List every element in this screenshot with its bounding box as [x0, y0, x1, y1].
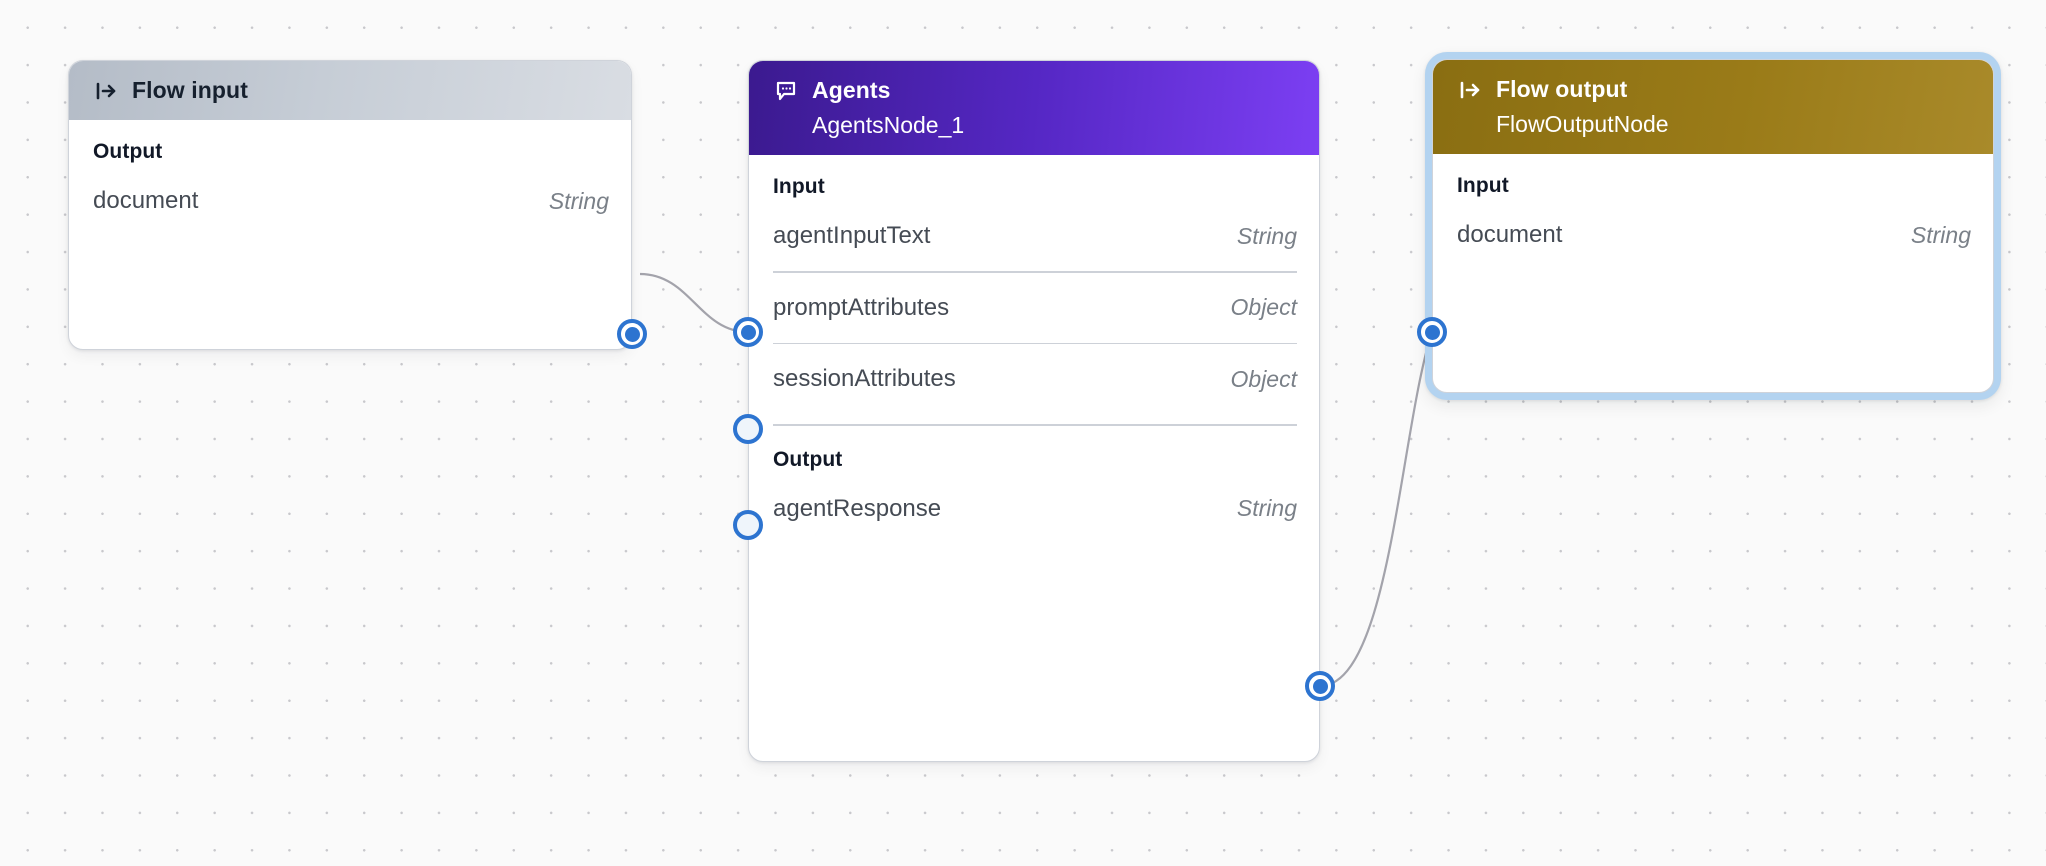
node-header-flow-input[interactable]: Flow input — [69, 61, 631, 120]
port-type: String — [1236, 495, 1297, 521]
node-body: Input agentInputText String promptAttrib… — [749, 155, 1319, 552]
node-flow-output[interactable]: Flow output FlowOutputNode Input documen… — [1417, 52, 2001, 400]
port-name: promptAttributes — [773, 293, 950, 321]
node-shell: Agents AgentsNode_1 Input agentInputText… — [748, 60, 1320, 762]
port-row-agentInputText[interactable]: agentInputText String — [773, 215, 1297, 257]
node-shell: Flow output FlowOutputNode Input documen… — [1432, 59, 1994, 393]
node-subtitle: FlowOutputNode — [1496, 111, 1669, 137]
edge-flowinput-to-agents — [639, 272, 749, 334]
port-input-sessionAttributes[interactable] — [733, 510, 763, 540]
port-type: Object — [1230, 294, 1297, 320]
port-type: String — [1236, 222, 1297, 249]
header-row: Flow output — [1457, 76, 1971, 103]
node-shell: Flow input Output document String — [68, 60, 632, 350]
header-row: Flow input — [93, 77, 609, 104]
section-label-output: Output — [773, 447, 843, 471]
flow-input-arrow-icon — [93, 78, 119, 104]
header-row: Agents — [773, 77, 1297, 104]
port-name: agentResponse — [773, 494, 942, 522]
section-label-input: Input — [1457, 174, 1509, 197]
node-body: Input document String — [1433, 154, 1993, 278]
port-type: String — [548, 187, 609, 214]
flow-output-arrow-icon — [1457, 77, 1483, 103]
speech-bubble-icon — [773, 78, 799, 104]
edge-agents-to-flowoutput — [1319, 331, 1434, 688]
port-input-document[interactable] — [1417, 317, 1447, 347]
port-name: sessionAttributes — [773, 365, 956, 392]
node-title: Flow output — [1496, 76, 1628, 102]
port-row-document[interactable]: document String — [1457, 214, 1971, 256]
port-name: document — [1457, 221, 1563, 248]
port-input-agentInputText[interactable] — [733, 317, 763, 347]
port-row-promptAttributes[interactable]: promptAttributes Object — [773, 287, 1297, 329]
port-output-document[interactable] — [617, 319, 647, 349]
section-label-input: Input — [773, 175, 825, 198]
node-title: Flow input — [132, 77, 248, 103]
node-header-agents[interactable]: Agents AgentsNode_1 — [749, 61, 1319, 155]
port-type: Object — [1230, 365, 1297, 392]
port-row-document[interactable]: document String — [93, 180, 609, 222]
port-type: String — [1910, 221, 1971, 248]
port-input-promptAttributes[interactable] — [733, 414, 763, 444]
row-divider — [773, 342, 1297, 344]
port-row-sessionAttributes[interactable]: sessionAttributes Object — [773, 358, 1297, 400]
node-title: Agents — [812, 77, 891, 103]
node-flow-input[interactable]: Flow input Output document String — [68, 60, 647, 350]
row-divider — [773, 424, 1297, 426]
node-body: Output document String — [69, 120, 631, 244]
section-label-output: Output — [93, 140, 163, 163]
node-header-flow-output[interactable]: Flow output FlowOutputNode — [1433, 60, 1993, 154]
port-output-agentResponse[interactable] — [1305, 671, 1335, 701]
node-subtitle: AgentsNode_1 — [812, 112, 965, 138]
port-name: agentInputText — [773, 222, 931, 249]
port-row-agentResponse[interactable]: agentResponse String — [773, 488, 1297, 530]
row-divider — [773, 271, 1297, 273]
port-name: document — [93, 187, 199, 214]
node-agents[interactable]: Agents AgentsNode_1 Input agentInputText… — [733, 60, 1335, 762]
